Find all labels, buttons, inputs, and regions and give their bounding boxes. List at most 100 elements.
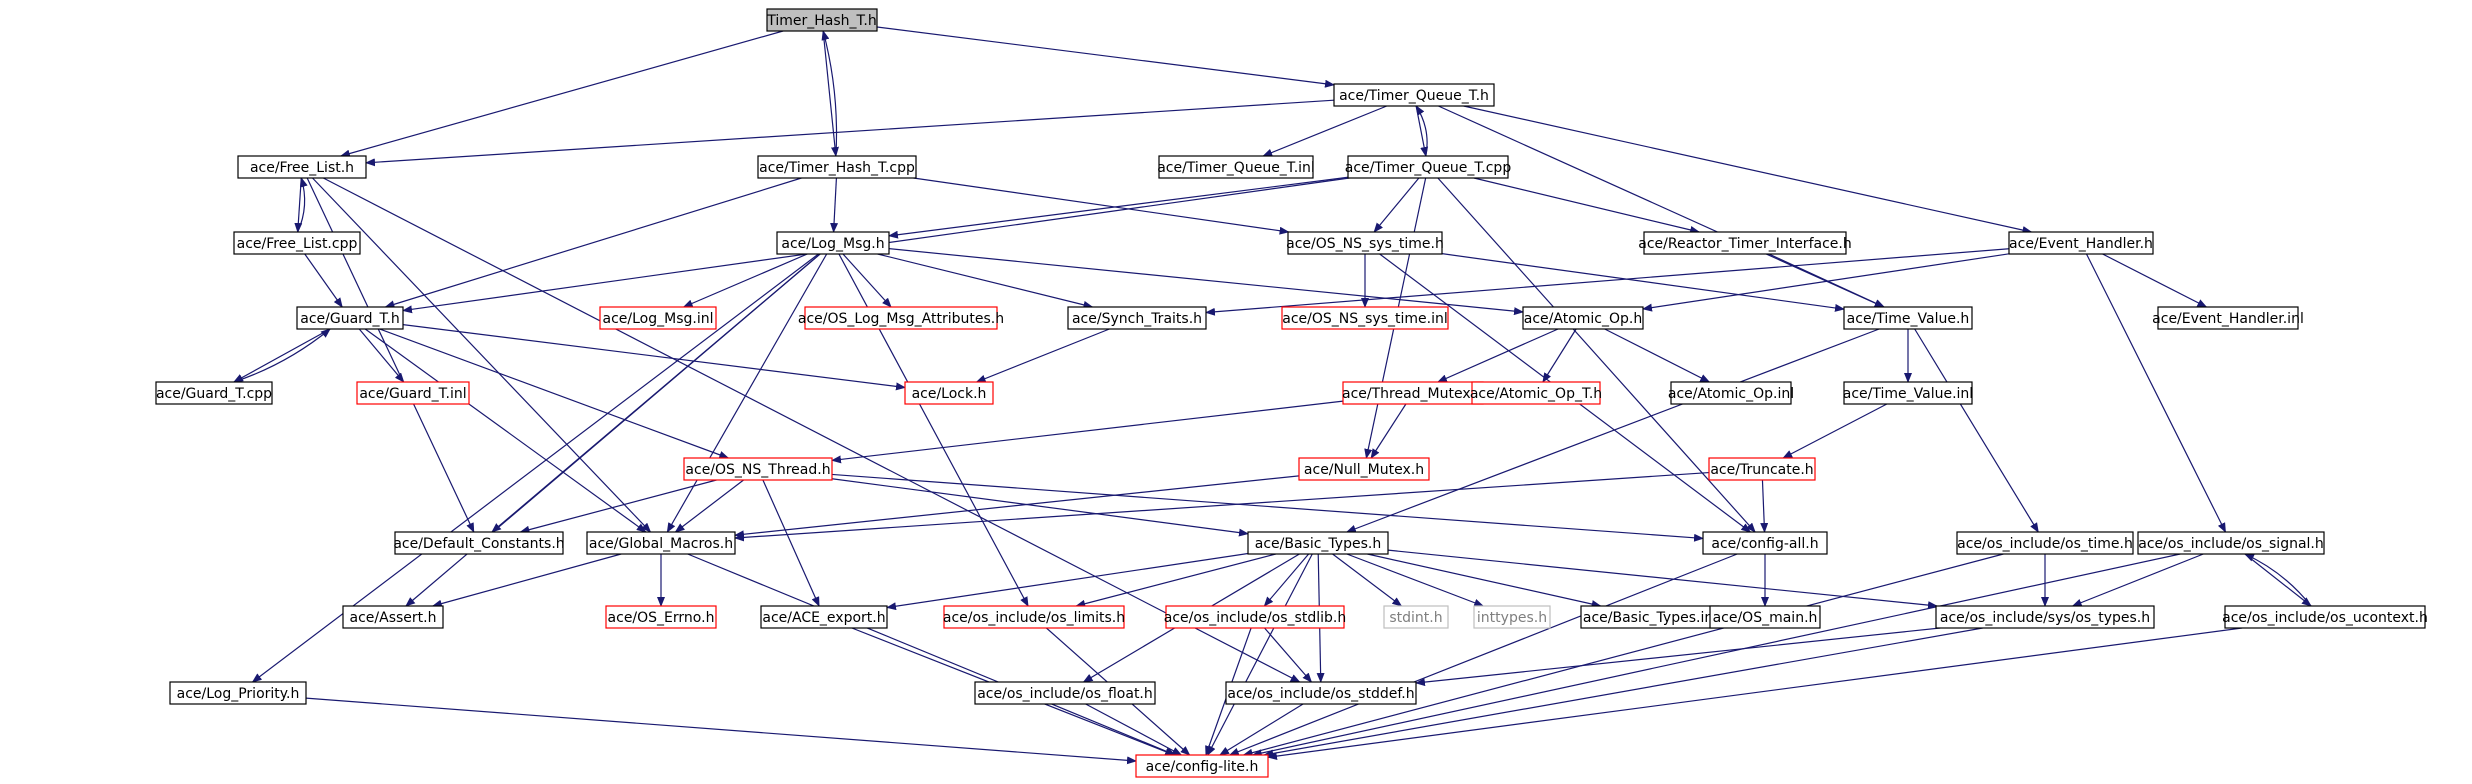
node-label: Timer_Hash_T.h	[766, 13, 877, 29]
node-os-signal-h[interactable]: ace/os_include/os_signal.h	[2137, 531, 2325, 555]
node-os-float-h[interactable]: ace/os_include/os_float.h	[974, 681, 1156, 705]
node-basic-types-inl[interactable]: ace/Basic_Types.inl	[1580, 605, 1720, 629]
edge-timer_queue_t_h-to-time_value_h	[1438, 105, 1885, 308]
node-box	[1247, 531, 1389, 555]
edge-log_msg_h-to-global_macros_h	[666, 253, 828, 533]
node-box	[2008, 231, 2154, 255]
node-box	[683, 457, 833, 481]
node-free-list-cpp[interactable]: ace/Free_List.cpp	[233, 231, 361, 255]
node-os-stdlib-h[interactable]: ace/os_include/os_stdlib.h	[1164, 605, 1346, 629]
edge-timer_queue_t_h-to-free_list_h	[365, 99, 1335, 167]
node-guard-t-h[interactable]: ace/Guard_T.h	[296, 306, 404, 330]
edge-timer_hash_t_cpp-to-timer_hash_t_h	[821, 30, 838, 157]
node-box	[2224, 605, 2426, 629]
node-log-priority-h[interactable]: ace/Log_Priority.h	[169, 681, 307, 705]
node-thread-mutex-h[interactable]: ace/Thread_Mutex.h	[1342, 381, 1484, 405]
node-label: ace/Guard_T.h	[300, 311, 400, 327]
edge-basic_types_h-to-ace_export_h	[886, 552, 1249, 611]
edge-os_ns_sys_time_h-to-time_value_h	[1441, 253, 1845, 312]
node-box	[1281, 306, 1449, 330]
node-os-errno-h[interactable]: ace/OS_Errno.h	[605, 605, 717, 629]
node-box	[237, 155, 367, 179]
edge-atomic_op_h-to-atomic_op_inl	[1604, 328, 1711, 383]
node-os-limits-h[interactable]: ace/os_include/os_limits.h	[943, 605, 1125, 629]
node-os-ucontext-h[interactable]: ace/os_include/os_ucontext.h	[2222, 605, 2428, 629]
node-os-ns-sys-time-h[interactable]: ace/OS_NS_sys_time.h	[1286, 231, 1444, 255]
node-assert-h[interactable]: ace/Assert.h	[342, 605, 444, 629]
node-log-msg-inl[interactable]: ace/Log_Msg.inl	[599, 306, 717, 330]
node-box	[974, 681, 1156, 705]
node-inttypes-h[interactable]: inttypes.h	[1473, 605, 1551, 629]
edge-free_list_cpp-to-free_list_h	[297, 177, 308, 233]
node-synch-traits-h[interactable]: ace/Synch_Traits.h	[1067, 306, 1207, 330]
node-null-mutex-h[interactable]: ace/Null_Mutex.h	[1298, 457, 1430, 481]
edge-basic_types_h-to-inttypes_h	[1346, 553, 1485, 607]
node-guard-t-cpp[interactable]: ace/Guard_T.cpp	[155, 381, 273, 405]
edge-timer_hash_t_cpp-to-log_msg_h	[830, 177, 839, 233]
edge-atomic_op_h-to-atomic_op_t_h	[1542, 328, 1577, 383]
node-basic-types-h[interactable]: ace/Basic_Types.h	[1247, 531, 1389, 555]
node-os-main-h[interactable]: ace/OS_main.h	[1709, 605, 1821, 629]
node-reactor-timer-interface-h[interactable]: ace/Reactor_Timer_Interface.h	[1638, 231, 1852, 255]
node-label: ace/Timer_Queue_T.h	[1339, 88, 1489, 104]
node-free-list-h[interactable]: ace/Free_List.h	[237, 155, 367, 179]
node-default-constants-h[interactable]: ace/Default_Constants.h	[393, 531, 565, 555]
node-timer-queue-t-h[interactable]: ace/Timer_Queue_T.h	[1333, 83, 1495, 107]
node-truncate-h[interactable]: ace/Truncate.h	[1708, 457, 1816, 481]
node-label: ace/Time_Value.inl	[1843, 386, 1973, 402]
node-label: ace/Basic_Types.h	[1255, 536, 1381, 552]
node-stdint-h[interactable]: stdint.h	[1383, 605, 1449, 629]
node-os-ns-sys-time-inl[interactable]: ace/OS_NS_sys_time.inl	[1281, 306, 1449, 330]
node-atomic-op-inl[interactable]: ace/Atomic_Op.inl	[1668, 381, 1794, 405]
node-label: ace/Thread_Mutex.h	[1342, 386, 1484, 402]
node-label: ace/os_include/os_ucontext.h	[2222, 610, 2428, 626]
edge-log_msg_h-to-os_log_msg_attributes_h	[842, 253, 892, 308]
node-atomic-op-t-h[interactable]: ace/Atomic_Op_T.h	[1470, 381, 1602, 405]
edge-log_msg_h-to-atomic_op_h	[888, 248, 1524, 316]
edge-timer_queue_t_cpp-to-log_msg_h	[888, 176, 1349, 239]
node-os-ns-thread-h[interactable]: ace/OS_NS_Thread.h	[683, 457, 833, 481]
node-os-time-h[interactable]: ace/os_include/os_time.h	[1956, 531, 2134, 555]
node-box	[296, 306, 404, 330]
node-time-value-inl[interactable]: ace/Time_Value.inl	[1843, 381, 1973, 405]
node-os-types-h[interactable]: ace/os_include/sys/os_types.h	[1935, 605, 2155, 629]
edge-free_list_cpp-to-guard_t_h	[304, 253, 343, 308]
edge-null_mutex_h-to-global_macros_h	[734, 475, 1300, 539]
edge-reactor_timer_interface_h-to-time_value_h	[1768, 253, 1885, 308]
node-box	[760, 605, 888, 629]
node-guard-t-inl[interactable]: ace/Guard_T.inl	[356, 381, 470, 405]
node-box	[233, 231, 361, 255]
node-timer-queue-t-cpp[interactable]: ace/Timer_Queue_T.cpp	[1345, 155, 1512, 179]
edge-os_signal_h-to-os_types_h	[2071, 553, 2204, 607]
node-box	[1225, 681, 1417, 705]
node-timer-queue-t-inl[interactable]: ace/Timer_Queue_T.inl	[1157, 155, 1315, 179]
edge-basic_types_h-to-os_limits_h	[1075, 553, 1276, 608]
node-box	[1333, 83, 1495, 107]
edge-guard_t_h-to-global_macros_h	[364, 328, 647, 533]
node-event-handler-h[interactable]: ace/Event_Handler.h	[2008, 231, 2154, 255]
edge-synch_traits_h-to-lock_h	[975, 328, 1110, 383]
node-label: ace/OS_NS_sys_time.h	[1286, 236, 1444, 252]
node-label: ace/OS_main.h	[1713, 610, 1818, 626]
node-config-lite-h[interactable]: ace/config-lite.h	[1135, 754, 1269, 778]
edge-os_stdlib_h-to-os_stddef_h	[1264, 627, 1313, 683]
node-atomic-op-h[interactable]: ace/Atomic_Op.h	[1522, 306, 1644, 330]
node-time-value-h[interactable]: ace/Time_Value.h	[1843, 306, 1973, 330]
node-box	[1843, 306, 1973, 330]
node-box	[1347, 155, 1509, 179]
node-box	[1383, 605, 1449, 629]
node-timer-hash-t-cpp[interactable]: ace/Timer_Hash_T.cpp	[757, 155, 917, 179]
node-label: ace/OS_NS_Thread.h	[685, 462, 830, 478]
node-box	[1287, 231, 1443, 255]
node-os-stddef-h[interactable]: ace/os_include/os_stddef.h	[1225, 681, 1417, 705]
edge-event_handler_h-to-event_handler_inl	[2102, 253, 2208, 308]
edge-os_ns_thread_h-to-config_all_h	[831, 473, 1704, 542]
node-lock-h[interactable]: ace/Lock.h	[904, 381, 994, 405]
node-event-handler-inl[interactable]: ace/Event_Handler.inl	[2152, 306, 2304, 330]
node-box	[356, 381, 470, 405]
node-global-macros-h[interactable]: ace/Global_Macros.h	[586, 531, 736, 555]
node-log-msg-h[interactable]: ace/Log_Msg.h	[776, 231, 890, 255]
node-os-log-msg-attributes-h[interactable]: ace/OS_Log_Msg_Attributes.h	[798, 306, 1004, 330]
node-config-all-h[interactable]: ace/config-all.h	[1702, 531, 1828, 555]
node-ace-export-h[interactable]: ace/ACE_export.h	[760, 605, 888, 629]
